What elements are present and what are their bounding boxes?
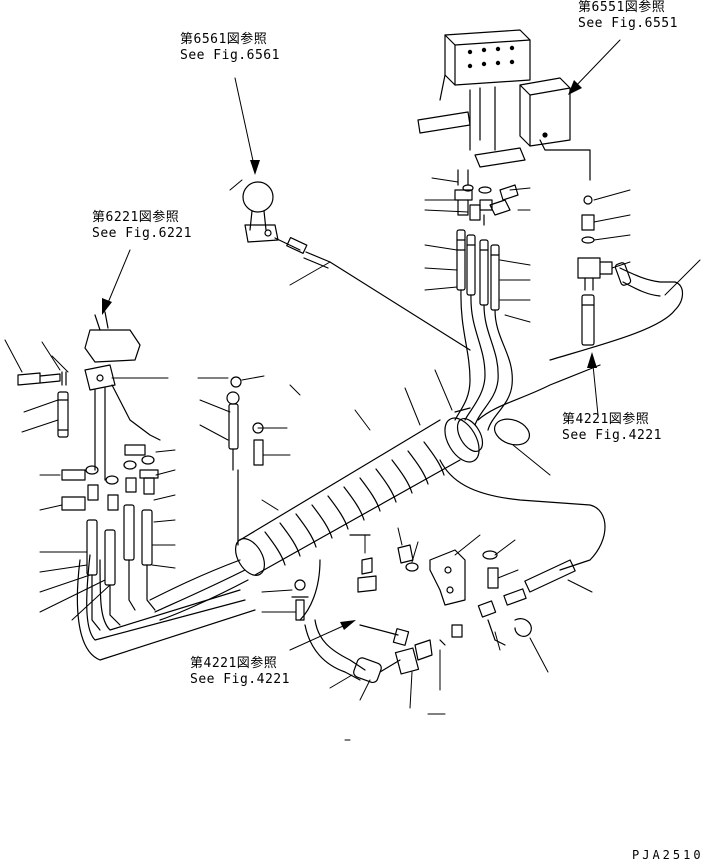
- valve-hoses: [454, 229, 513, 431]
- control-valve-assembly: [417, 29, 591, 181]
- ref-fig4221-lower-jp: 第4221図参照: [190, 656, 278, 671]
- lower-center-fittings: [349, 534, 576, 646]
- leader-lines: [4, 39, 701, 741]
- drawing-code: PJA2510: [632, 848, 704, 862]
- ref-fig4221-lower: 第4221図参照 See Fig.4221: [190, 656, 290, 688]
- ref-fig4221-right-en: See Fig.4221: [562, 428, 662, 443]
- ref-fig6561-jp: 第6561図参照: [180, 32, 268, 47]
- ref-fig4221-right-jp: 第4221図参照: [562, 412, 650, 427]
- valve-fittings: [454, 169, 519, 226]
- left-fittings: [61, 444, 159, 631]
- ref-fig4221-right: 第4221図参照 See Fig.4221: [562, 412, 662, 444]
- ref-fig4221-lower-en: See Fig.4221: [190, 672, 290, 687]
- return-lines: [76, 459, 606, 661]
- ref-fig6551: 第6551図参照 See Fig.6551: [578, 0, 678, 32]
- ref-fig6221-jp: 第6221図参照: [92, 210, 180, 225]
- lower-pipe: [304, 619, 433, 684]
- reference-arrowheads: [102, 80, 597, 630]
- main-harness: [234, 364, 601, 576]
- control-lever: [242, 181, 471, 351]
- ref-fig6561: 第6561図参照 See Fig.6561: [180, 32, 280, 64]
- left-bracket-assembly: [17, 311, 161, 481]
- mid-fittings: [226, 376, 309, 621]
- ref-fig6561-en: See Fig.6561: [180, 48, 280, 63]
- right-fittings: [549, 195, 684, 361]
- ref-fig6221: 第6221図参照 See Fig.6221: [92, 210, 192, 242]
- ref-fig6551-jp: 第6551図参照: [578, 0, 666, 15]
- ref-fig6221-en: See Fig.6221: [92, 226, 192, 241]
- ref-fig6551-en: See Fig.6551: [578, 16, 678, 31]
